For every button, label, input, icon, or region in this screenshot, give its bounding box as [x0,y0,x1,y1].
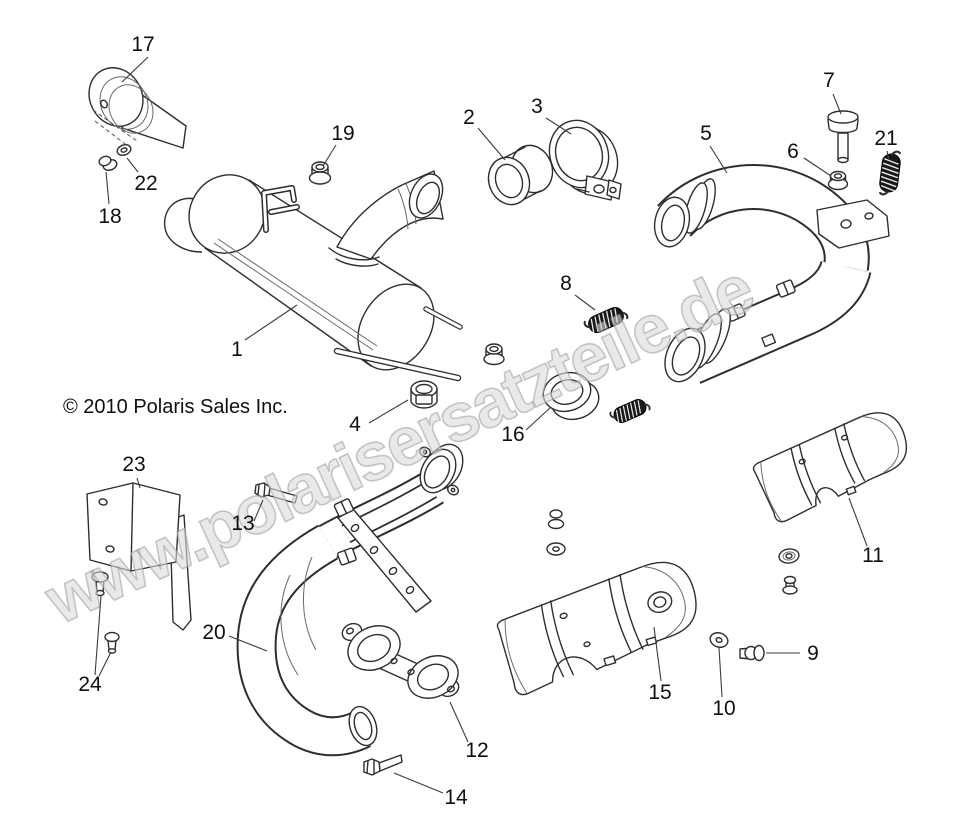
callout-19: 19 [322,122,355,167]
part-1-muffler [163,170,463,382]
svg-text:11: 11 [862,544,884,567]
callout-21: 21 [874,127,898,161]
callout-18: 18 [98,171,122,228]
svg-text:2: 2 [463,106,475,129]
callout-22: 22 [126,157,158,195]
svg-text:5: 5 [700,122,712,145]
callout-15: 15 [648,626,672,704]
shield-bolt [547,509,565,530]
callout-5: 5 [700,122,728,174]
callout-2: 2 [463,106,506,161]
part-20-head-pipe [236,443,464,757]
svg-text:19: 19 [331,122,354,145]
callout-11: 11 [848,497,884,567]
shield11-washer [778,548,800,564]
part-22-washer [116,144,132,156]
callout-3: 3 [531,95,572,135]
callout-9: 9 [766,642,819,665]
svg-text:17: 17 [131,33,154,56]
svg-text:15: 15 [648,681,671,704]
svg-text:21: 21 [874,127,897,150]
part-12-gasket [341,622,460,699]
svg-text:24: 24 [78,673,102,696]
part-5-header-pipe [653,164,890,384]
callout-20: 20 [202,621,268,652]
part-2-sleeve [487,144,554,206]
part-19-nut [308,161,332,185]
callout-14: 14 [393,772,468,809]
copyright-text: © 2010 Polaris Sales Inc. [63,396,288,418]
callout-10: 10 [712,647,736,720]
callout-13: 13 [231,499,264,535]
callout-4: 4 [349,399,409,436]
svg-text:23: 23 [122,453,145,476]
part-10-washer [709,632,729,648]
shield11-bolt [782,575,798,595]
callout-12: 12 [449,701,489,762]
callout-7: 7 [823,69,842,115]
svg-text:18: 18 [98,205,121,228]
part-7-mount-bolt [827,110,859,164]
part-15-heat-shield [496,561,697,696]
part-21-spring [877,148,903,198]
part-14-bolt [363,754,403,776]
svg-text:22: 22 [134,172,157,195]
callout-8: 8 [560,272,596,311]
callout-17: 17 [121,33,155,83]
callout-1: 1 [231,304,298,361]
svg-text:4: 4 [349,413,361,436]
callout-16: 16 [501,406,552,446]
svg-text:10: 10 [712,697,735,720]
svg-text:6: 6 [787,140,799,163]
callout-23: 23 [122,453,146,489]
part-9-bolt [739,644,765,662]
callout-24: 24 [78,595,112,696]
svg-text:1: 1 [231,338,243,361]
svg-text:16: 16 [501,423,524,446]
svg-text:9: 9 [807,642,819,665]
svg-text:3: 3 [531,95,543,118]
svg-text:7: 7 [823,69,835,92]
part-17-spark-arrestor [88,67,187,151]
part-13-bolt [254,482,298,504]
shield-washer [546,542,566,556]
svg-text:13: 13 [231,512,254,535]
svg-text:12: 12 [465,739,488,762]
part-8-spring-second [608,395,652,427]
part-23-bracket [86,482,192,631]
part-16-seal-ring [542,371,600,421]
svg-text:14: 14 [444,786,468,809]
callouts: 17 22 18 19 1 2 3 5 [78,33,897,809]
callout-6: 6 [787,140,832,177]
small-flange-nut [483,343,505,366]
part-3-clamp [548,119,622,201]
part-4-clamp-fitting [410,380,438,409]
part-18-bolt [98,155,118,171]
svg-text:20: 20 [202,621,225,644]
part-6-nut [827,170,849,191]
svg-text:8: 8 [560,272,572,295]
part-24-screws [91,571,120,654]
part-11-heat-shield [752,412,908,523]
